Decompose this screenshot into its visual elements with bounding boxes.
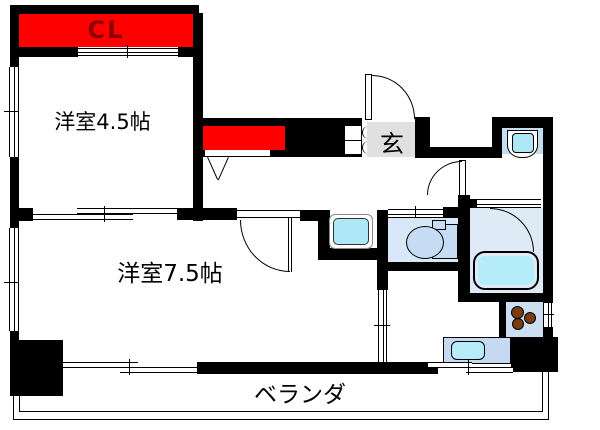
shoe-cabinet-door-arc [362, 126, 369, 139]
wall-kitchen-divider [377, 210, 388, 290]
kitchen-window-panel [466, 367, 513, 373]
closet-label: CL [87, 16, 125, 44]
wall-right-upper [543, 117, 553, 303]
toilet-cistern [432, 220, 446, 230]
shoe-cabinet [344, 125, 362, 155]
wall-left-upper [10, 5, 19, 67]
room-large-label: 洋室7.5帖 [117, 261, 223, 287]
closet-red [203, 126, 285, 150]
wall-bath-door-post [470, 199, 477, 209]
wall-top [10, 5, 199, 14]
stove-burner [512, 318, 524, 330]
wall-stove-west [499, 293, 506, 337]
veranda-window-panel [120, 367, 197, 373]
window-tick [4, 111, 18, 112]
bifold-door-line [217, 157, 229, 181]
window-tick [4, 282, 18, 283]
entrance-label: 玄 [380, 130, 404, 158]
wall-left-mid [10, 157, 19, 228]
wall-recess-east [492, 117, 502, 158]
door-tick [104, 206, 105, 222]
window-left-upper [9, 67, 19, 157]
room-large-doorway [237, 210, 300, 218]
wall-laundry-south [318, 248, 388, 260]
bathtub [473, 251, 539, 290]
room-small-label: 洋室4.5帖 [54, 110, 151, 134]
kitchen-sink [451, 341, 485, 360]
kitchen-sliding-partition [378, 290, 387, 362]
wall-bath-south [470, 293, 553, 302]
door-tick [374, 325, 390, 326]
entry-door-leaf [365, 74, 372, 120]
entry-door-arc [372, 75, 415, 119]
washroom-door-arc [427, 161, 462, 195]
wall-recess-south [415, 147, 502, 158]
genkan-floor [367, 122, 417, 157]
kitchen-window-panel [428, 362, 472, 368]
washbasin-bowl [512, 133, 534, 153]
pillar-bottom-right [511, 337, 558, 372]
shoe-cabinet-door-arc [362, 141, 369, 154]
wall-bottom [197, 362, 438, 374]
washing-machine-pan [333, 218, 369, 245]
window-left-lower [9, 228, 19, 331]
wall-room-divider-vertical [193, 13, 203, 221]
wall-door-post [300, 210, 330, 221]
wall-right-lower [543, 327, 553, 341]
stove-burner [524, 312, 536, 324]
closet-cl: CL [19, 14, 193, 47]
interroom-slider-panel [77, 208, 177, 214]
wall-toilet-north-right [443, 207, 458, 218]
pillar-bottom-left [10, 340, 63, 396]
wall-basin-north [492, 117, 553, 128]
closet-red-door-strip [205, 150, 270, 156]
window-tick [540, 314, 554, 315]
door-tick [127, 45, 128, 58]
window-right [543, 303, 552, 327]
veranda-railing-outer [13, 370, 549, 420]
closet-sliding-door [78, 48, 178, 56]
door-tick [129, 359, 130, 375]
bifold-door-line [207, 156, 219, 180]
wall-under-closet-left [19, 47, 78, 57]
wall-interroom-left [10, 208, 33, 221]
interroom-slider-panel [33, 214, 133, 220]
wall-interroom-right [177, 208, 237, 220]
door-tick [415, 206, 416, 220]
veranda-label: ベランダ [254, 382, 346, 408]
wall-under-closet-right [178, 47, 193, 57]
toilet-bowl [406, 226, 444, 259]
door-tick [468, 359, 469, 375]
wall-toilet-south [377, 262, 470, 271]
veranda-railing-inner [19, 370, 543, 412]
veranda-window-panel [63, 362, 138, 368]
wall-washroom-west-column [458, 195, 470, 302]
bath-sliding-door [477, 199, 541, 208]
wall-left-lower [10, 331, 19, 348]
